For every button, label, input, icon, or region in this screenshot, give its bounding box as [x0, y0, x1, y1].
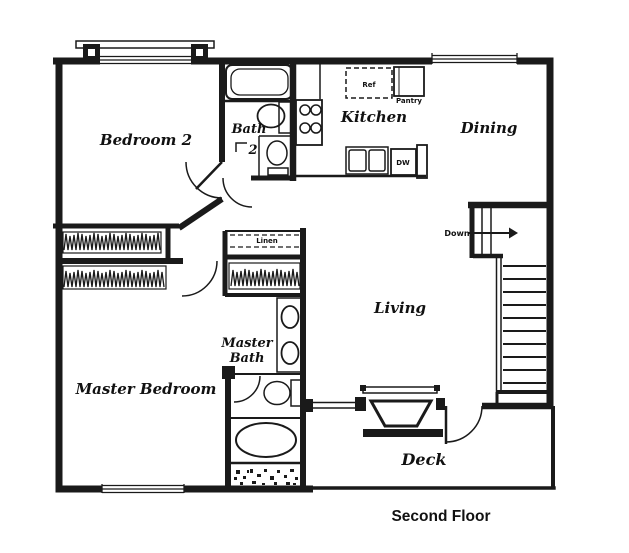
room-label-kitchen: Kitchen	[340, 108, 407, 126]
deck-slider-window	[300, 397, 366, 412]
room-label-deck: Deck	[401, 450, 447, 469]
bath2-bathtub	[223, 64, 296, 103]
room-label-dining: Dining	[460, 119, 518, 137]
linen-shelves	[230, 234, 300, 248]
kitchen-sink	[345, 146, 389, 175]
deck-door	[444, 405, 483, 444]
kitchen-counter	[296, 144, 428, 179]
label-linen: Linen	[256, 237, 278, 245]
down-arrow	[468, 227, 518, 239]
master-closet-right-hangers	[228, 262, 301, 290]
bedroom2-door	[185, 161, 223, 199]
bath2-door	[222, 177, 253, 208]
room-label-master-bath-line1: Master	[220, 336, 273, 351]
bay-window-bedroom2	[75, 40, 215, 65]
fireplace	[360, 385, 445, 437]
master-bathtub	[231, 417, 303, 465]
room-label-bath2-line2: 2	[247, 143, 257, 158]
room-label-master-bedroom: Master Bedroom	[75, 380, 217, 398]
staircase	[473, 207, 547, 406]
master-closet-left-hangers	[62, 265, 167, 290]
shower-tile-floor	[234, 469, 298, 485]
room-label-bedroom2: Bedroom 2	[99, 131, 192, 149]
bath2-toilet	[258, 135, 293, 177]
master-bath-door	[233, 375, 261, 403]
refrigerator	[345, 67, 393, 99]
label-dishwasher: DW	[396, 159, 410, 167]
label-pantry: Pantry	[396, 97, 422, 105]
stove	[295, 64, 323, 146]
fixture-labels: Ref Pantry DW Linen Down	[256, 81, 470, 245]
label-refrigerator: Ref	[362, 81, 376, 89]
room-label-bath2-line1: Bath	[231, 122, 267, 137]
master-vanity-sinks	[276, 297, 304, 373]
room-labels: Bedroom 2 Bath 2 Kitchen Dining Living M…	[75, 108, 518, 469]
master-bedroom-window	[101, 484, 185, 494]
dining-window	[431, 53, 518, 65]
pantry-cabinet	[393, 66, 425, 97]
room-label-master-bath-line2: Bath	[229, 351, 265, 366]
room-label-living: Living	[373, 299, 426, 317]
plan-title: Second Floor	[391, 508, 490, 525]
dishwasher	[390, 148, 417, 176]
master-toilet	[231, 373, 303, 407]
bedroom2-closet-hangers	[62, 231, 162, 254]
master-bedroom-door	[181, 260, 218, 297]
bath2-sink	[256, 101, 294, 134]
bath2-label-leader	[235, 142, 247, 152]
label-stairs-down: Down	[444, 229, 470, 238]
